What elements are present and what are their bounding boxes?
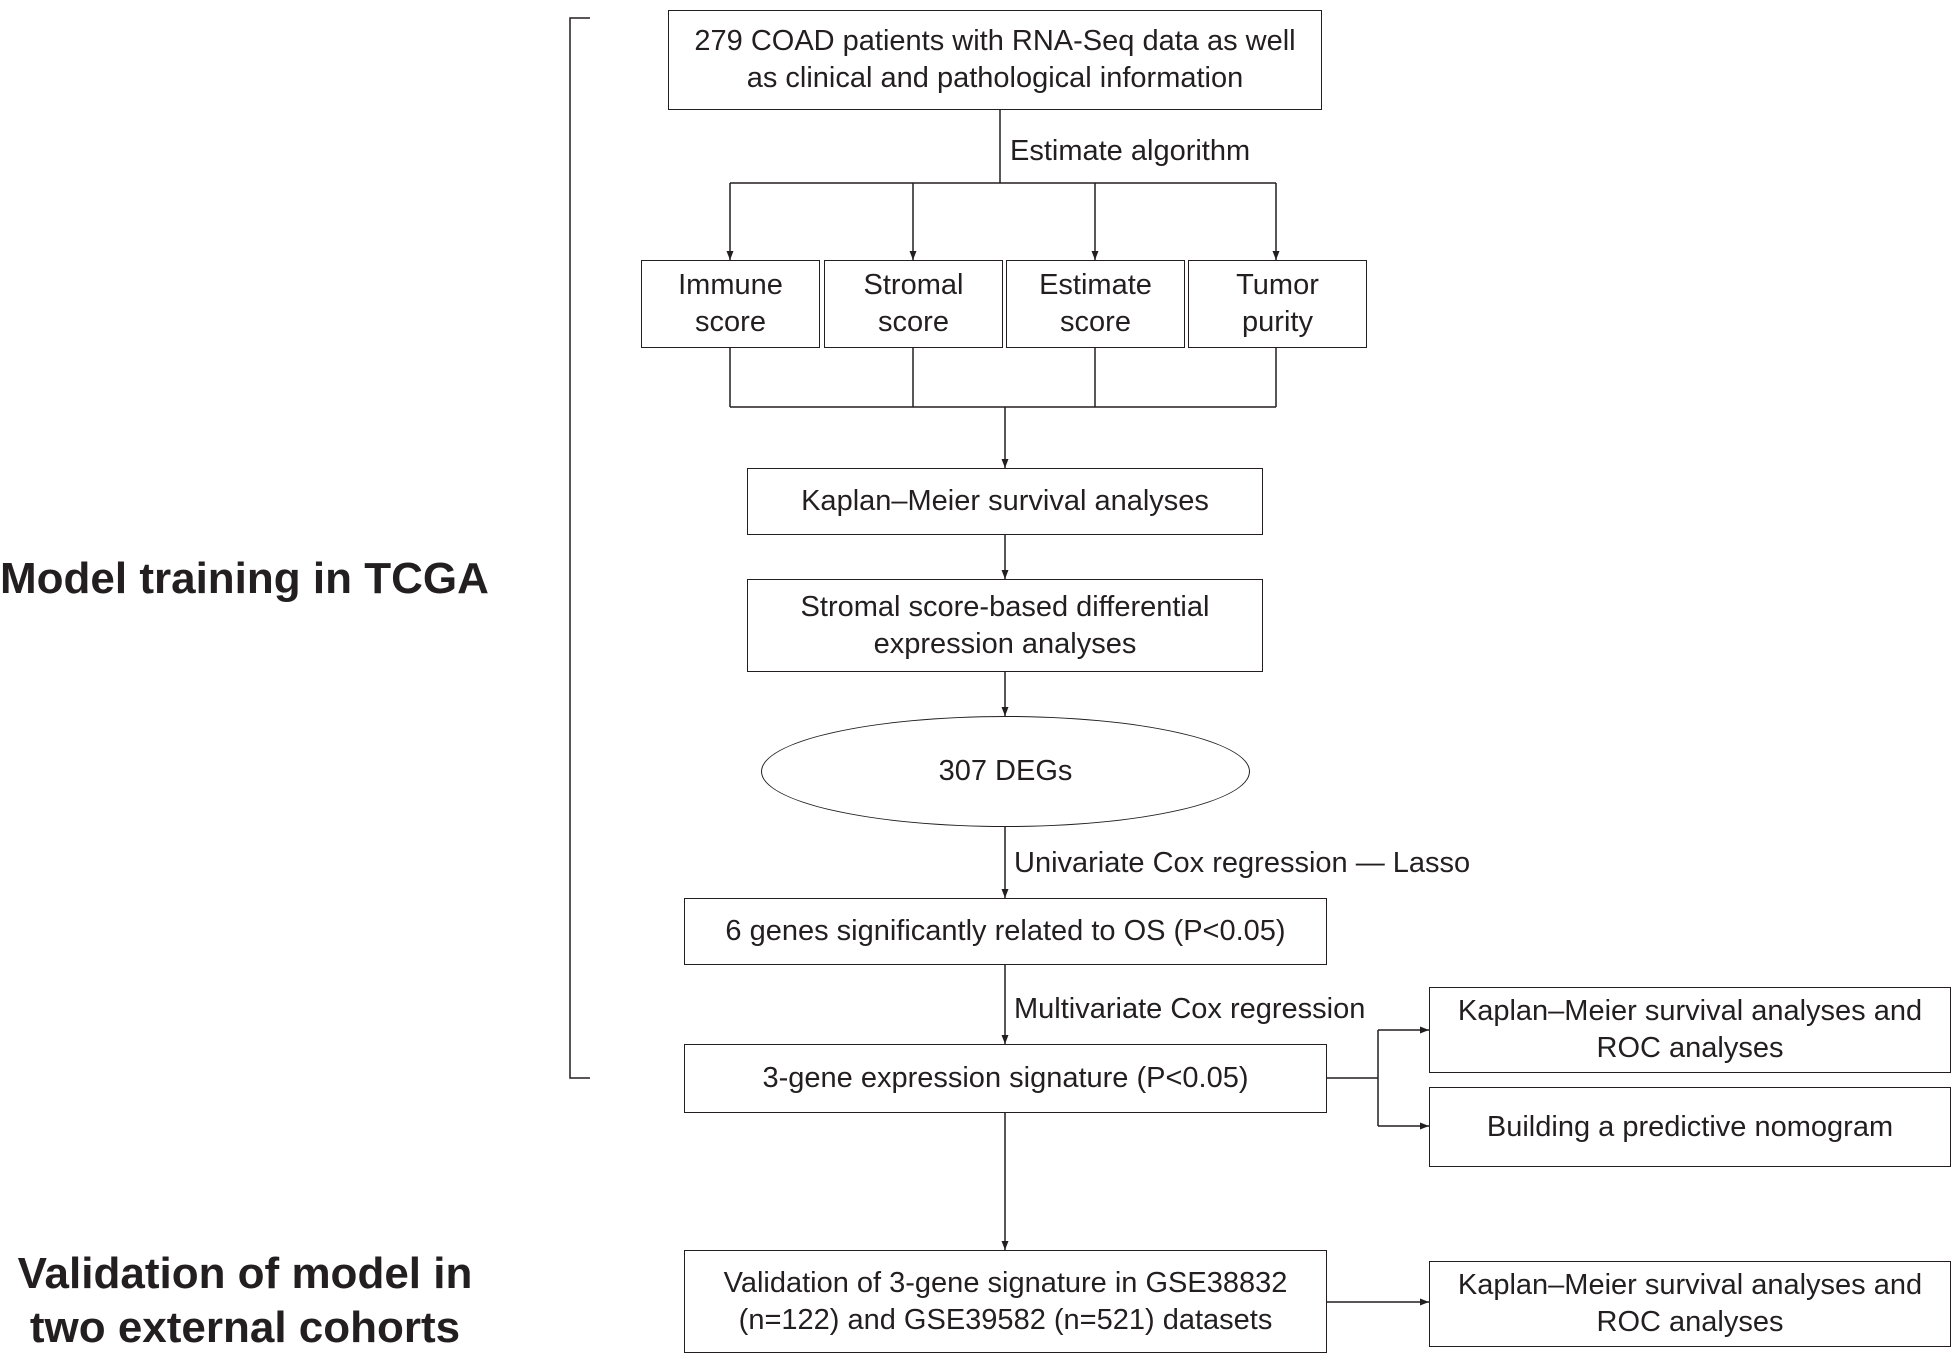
nomogram-box: Building a predictive nomogram (1429, 1087, 1951, 1167)
stromal-differential-expression-box: Stromal score-based differential express… (747, 579, 1263, 672)
training-bracket (569, 17, 590, 1079)
estimate-score-box: Estimate score (1006, 260, 1185, 348)
stromal-score-box: Stromal score (824, 260, 1003, 348)
section-label-validation: Validation of model in two external coho… (17, 1249, 473, 1352)
section-label-training: Model training in TCGA (0, 554, 489, 603)
kaplan-meier-box: Kaplan–Meier survival analyses (747, 468, 1263, 535)
edge-label-multivariate: Multivariate Cox regression (1014, 993, 1366, 1025)
edge-label-estimate-algorithm: Estimate algorithm (1010, 135, 1251, 167)
validation-box: Validation of 3-gene signature in GSE388… (684, 1250, 1327, 1353)
km-roc-box-1: Kaplan–Meier survival analyses and ROC a… (1429, 987, 1951, 1073)
three-gene-signature-box: 3-gene expression signature (P<0.05) (684, 1044, 1327, 1113)
degs-ellipse: 307 DEGs (761, 716, 1250, 827)
km-roc-box-2: Kaplan–Meier survival analyses and ROC a… (1429, 1261, 1951, 1347)
edge-label-univariate: Univariate Cox regression — Lasso (1014, 847, 1471, 879)
tumor-purity-box: Tumor purity (1188, 260, 1367, 348)
immune-score-box: Immune score (641, 260, 820, 348)
patients-box: 279 COAD patients with RNA-Seq data as w… (668, 10, 1322, 110)
six-genes-box: 6 genes significantly related to OS (P<0… (684, 898, 1327, 965)
